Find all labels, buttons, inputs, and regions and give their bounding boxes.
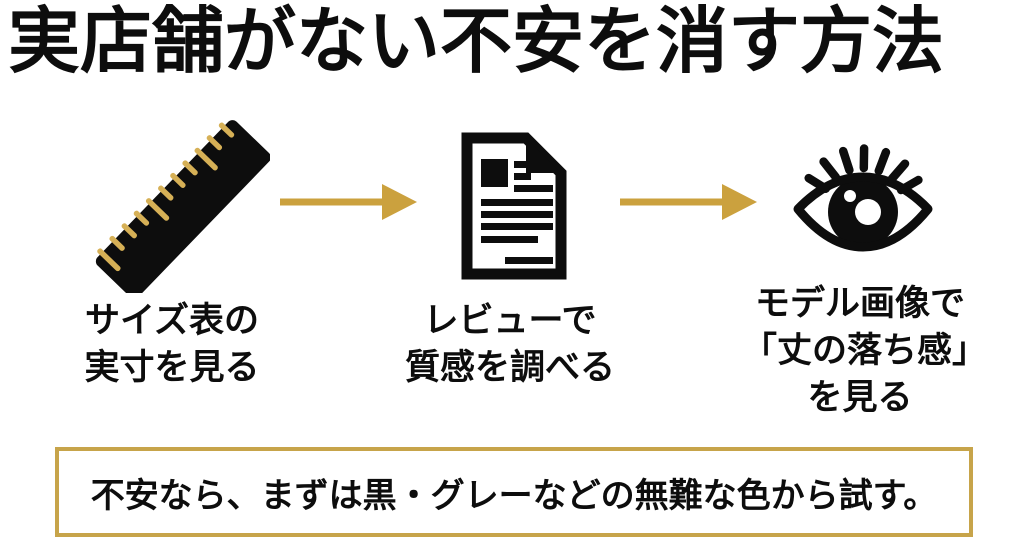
step-label-3: モデル画像で 「丈の落ち感」 を見る bbox=[742, 280, 988, 421]
step-label-2-line-2: 質感を調べる bbox=[404, 348, 615, 387]
step-label-1-line-1: サイズ表の bbox=[85, 301, 259, 340]
review-document-icon bbox=[458, 130, 570, 282]
step-label-3-line-3: を見る bbox=[807, 378, 913, 417]
footer-note-box: 不安なら、まずは黒・グレーなどの無難な色から試す。 bbox=[55, 447, 973, 537]
flow-arrow-1-icon bbox=[280, 184, 417, 220]
ruler-icon bbox=[95, 118, 271, 299]
step-label-1: サイズ表の 実寸を見る bbox=[62, 297, 282, 391]
step-label-2: レビューで 質感を調べる bbox=[400, 297, 620, 391]
step-label-2-line-1: レビューで bbox=[423, 301, 597, 340]
step-label-1-line-2: 実寸を見る bbox=[84, 348, 260, 387]
footer-note-text: 不安なら、まずは黒・グレーなどの無難な色から試す。 bbox=[90, 476, 938, 515]
flow-arrow-2-icon bbox=[620, 184, 757, 220]
step-label-3-line-1: モデル画像で bbox=[754, 284, 965, 323]
step-label-3-line-2: 「丈の落ち感」 bbox=[742, 331, 988, 370]
page-title: 実店舗がない不安を消す方法 bbox=[8, 2, 945, 82]
eye-icon bbox=[790, 144, 940, 259]
